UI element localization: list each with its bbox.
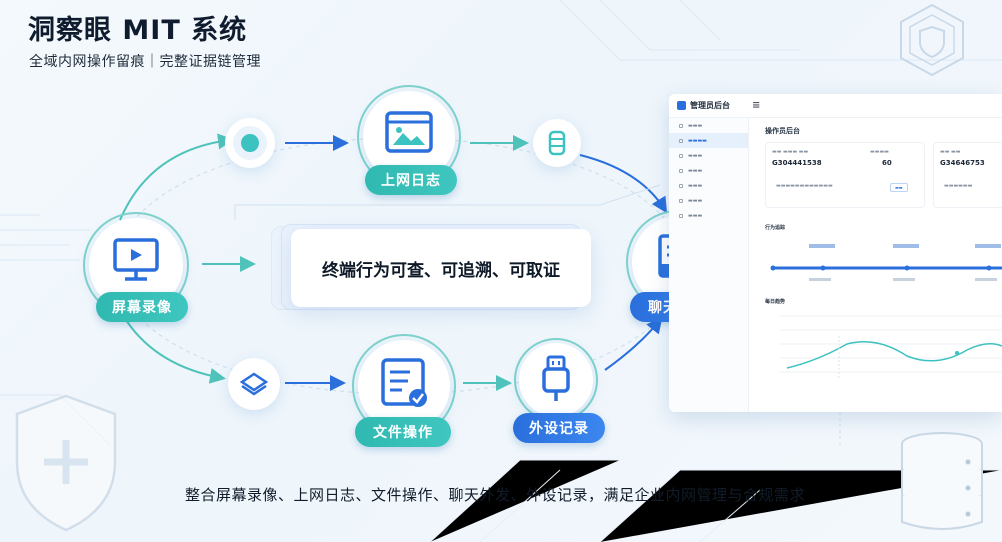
dashboard-header: 管理员后台 ≡ [669, 94, 1002, 118]
sidebar-item-active[interactable]: ▬▬▬▬ [669, 133, 748, 148]
sidebar-item[interactable]: ▬▬▬ [669, 208, 748, 223]
center-statement-text: 终端行为可查、可追溯、可取证 [322, 260, 560, 281]
page-title: 洞察眼 MIT 系统 [28, 15, 248, 46]
monitor-play-icon [113, 238, 159, 281]
document-check-icon [381, 358, 427, 407]
stat-number: G34646753 [940, 159, 985, 167]
trend-title: 每日趋势 [765, 299, 786, 305]
trend-line-chart [779, 315, 1002, 378]
stat-number: G304441538 [772, 159, 822, 167]
page-subtitle: 全域内网操作留痕｜完整证据链管理 [29, 54, 261, 70]
usb-plug-icon [542, 355, 570, 401]
flow-dot-node [225, 118, 275, 168]
sidebar-item[interactable]: ▬▬▬ [669, 148, 748, 163]
center-statement-card: 终端行为可查、可追溯、可取证 [291, 229, 591, 307]
sidebar-item[interactable]: ▬▬▬ [669, 118, 748, 133]
dashboard-logo-icon [677, 101, 686, 110]
file-operation-label: 文件操作 [355, 417, 451, 447]
stat-card: ▬▬ ▬▬▬ ▬▬ G304441538 ▬▬▬▬ 60 ▬▬▬▬▬▬▬▬▬▬▬… [765, 142, 925, 208]
browser-image-icon [385, 111, 433, 153]
sidebar-item[interactable]: ▬▬▬ [669, 193, 748, 208]
detail-button[interactable]: ▬▬ [890, 183, 908, 192]
screen-recording-label: 屏幕录像 [96, 292, 188, 322]
menu-icon[interactable]: ≡ [752, 100, 761, 111]
web-log-label: 上网日志 [365, 165, 457, 195]
chart-title: 行为追踪 [765, 225, 786, 231]
stat-number: 60 [882, 159, 892, 167]
sidebar-item[interactable]: ▬▬▬ [669, 163, 748, 178]
dashboard-app-title: 管理员后台 [690, 101, 730, 110]
layers-node [228, 358, 280, 410]
sidebar-item[interactable]: ▬▬▬ [669, 178, 748, 193]
hexagon-shield-icon [900, 3, 964, 77]
storage-node [533, 119, 581, 167]
peripheral-label: 外设记录 [513, 413, 605, 443]
dashboard-preview: 管理员后台 ≡ ▬▬▬ ▬▬▬▬ ▬▬▬ ▬▬▬ ▬▬▬ ▬▬▬ ▬▬▬ 操作员… [669, 94, 1002, 412]
dashboard-page-title: 操作员后台 [765, 127, 800, 135]
footer-description: 整合屏幕录像、上网日志、文件操作、聊天外发、外设记录，满足企业内网管理与合规需求 [184, 486, 805, 504]
shield-plus-icon [15, 394, 117, 532]
storage-icon [548, 130, 566, 156]
dashboard-main: 操作员后台 ▬▬ ▬▬▬ ▬▬ G304441538 ▬▬▬▬ 60 ▬▬▬▬▬… [757, 118, 1002, 412]
dashboard-sidebar: ▬▬▬ ▬▬▬▬ ▬▬▬ ▬▬▬ ▬▬▬ ▬▬▬ ▬▬▬ [669, 118, 749, 412]
layers-icon [239, 372, 269, 396]
database-icon [901, 432, 983, 530]
stat-card: ▬▬ ▬▬ G34646753 ▬▬▬▬▬▬ [933, 142, 1002, 208]
timeline-chart [770, 244, 1002, 281]
